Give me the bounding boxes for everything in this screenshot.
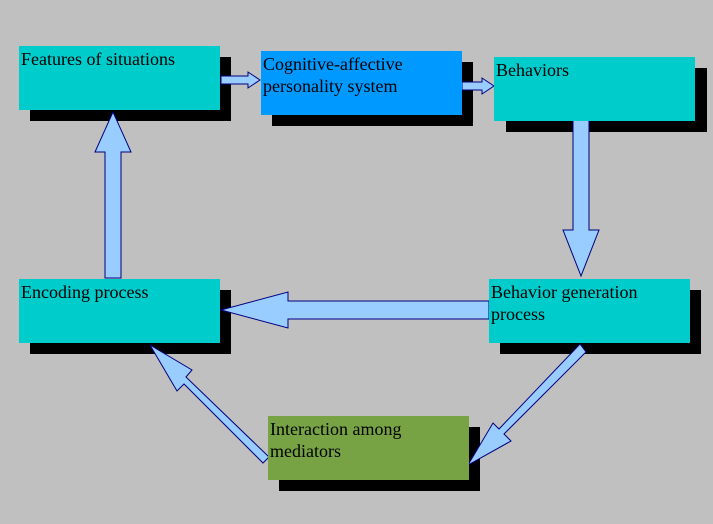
interaction-among-mediators-label: Interaction among mediators bbox=[270, 419, 402, 461]
encoding-process-box: Encoding process bbox=[19, 279, 220, 343]
interaction-among-mediators-box: Interaction among mediators bbox=[268, 416, 469, 480]
arrow-features-to-caps bbox=[220, 71, 261, 89]
cognitive-affective-personality-system-label: Cognitive-affective personality system bbox=[263, 54, 403, 96]
arrow-caps-to-behaviors bbox=[461, 77, 495, 95]
features-of-situations-label: Features of situations bbox=[21, 49, 175, 69]
behaviors-label: Behaviors bbox=[496, 60, 569, 80]
encoding-process-label: Encoding process bbox=[21, 282, 149, 302]
arrow-behaviors-to-behavior-generation bbox=[562, 119, 600, 278]
arrow-interaction-to-encoding bbox=[149, 344, 270, 464]
arrow-behavior-generation-to-interaction bbox=[466, 343, 587, 467]
behavior-generation-process-label: Behavior generation process bbox=[491, 282, 638, 324]
features-of-situations-box: Features of situations bbox=[19, 46, 220, 110]
arrow-encoding-to-features bbox=[94, 110, 132, 279]
arrow-behavior-generation-to-encoding bbox=[219, 291, 490, 329]
cognitive-affective-personality-system-box: Cognitive-affective personality system bbox=[261, 51, 462, 115]
behaviors-box: Behaviors bbox=[494, 57, 695, 121]
behavior-generation-process-box: Behavior generation process bbox=[489, 279, 690, 343]
